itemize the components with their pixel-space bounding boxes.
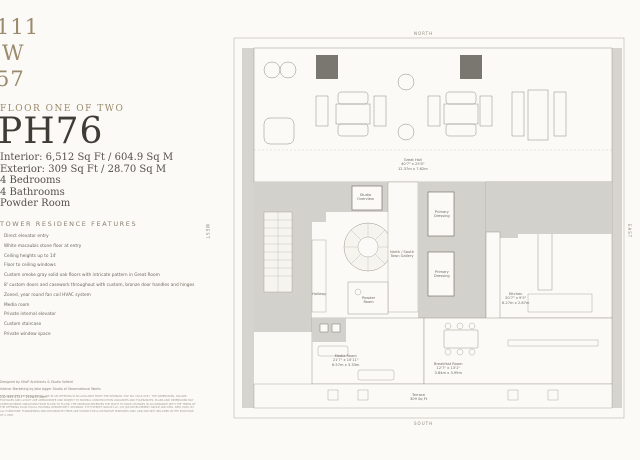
breakfast-room: [423, 317, 613, 385]
stat-bathrooms: 4 Bathrooms: [0, 186, 65, 198]
room-label-gallery: North / South Town Gallery: [390, 250, 414, 259]
powder-room: [347, 281, 389, 315]
list-item: Custom staircase: [4, 322, 42, 328]
list-item: Zoned, year round fan coil HVAC system: [4, 292, 91, 298]
list-item: Ceiling heights up to 14': [4, 253, 57, 259]
list-item: Private internal elevator: [4, 312, 56, 318]
plan-frame: [233, 37, 625, 419]
terrace: [253, 383, 613, 409]
breakfast-table: [443, 329, 479, 349]
compass-south: SOUTH: [414, 421, 434, 426]
list-item: Private window space: [4, 331, 51, 337]
info-panel: 111 W 57 FLOOR ONE OF TWO PH76 Interior:…: [0, 0, 205, 460]
room-label-powder: Powder Room: [362, 296, 376, 305]
legal-disclaimer: THE COMPLETE OFFERING TERMS ARE IN AN OF…: [0, 395, 196, 417]
great-hall-area: [253, 47, 613, 183]
list-item: 8' custom doors and casework throughout …: [4, 282, 195, 288]
stat-interior: Interior: 6,512 Sq Ft / 604.9 Sq M: [0, 152, 174, 163]
column: [460, 55, 482, 79]
stat-powder: Powder Room: [0, 198, 71, 209]
floor-label: FLOOR ONE OF TWO: [0, 104, 125, 114]
floor-plan: NORTH SOUTH WEST EAST Great Hall 40'7" x…: [205, 0, 640, 460]
room-label-media: Media Room 21'7" x 10'11" 6.57m x 3.33m: [332, 354, 360, 367]
unit-stats: Interior: 6,512 Sq Ft / 604.9 Sq M Exter…: [0, 152, 173, 210]
stat-bedrooms: 4 Bedrooms: [0, 175, 61, 186]
brand-logo: 111 W 57: [0, 15, 40, 91]
list-item: White macaubis stone floor at entry: [4, 243, 82, 249]
room-label-study: Studio Overview: [357, 193, 374, 202]
list-item: Custom smoke gray solid oak floors with …: [4, 273, 160, 279]
credits: Designed by SHoP Architects & Studio Sof…: [0, 380, 101, 399]
list-item: Media room: [4, 302, 30, 308]
room-label-kitchen: Kitchen 20'7" x 9'5" 6.27m x 2.87m: [502, 292, 530, 305]
compass-east: EAST: [627, 224, 632, 239]
primary-dressing-2: [427, 251, 455, 297]
features-title: TOWER RESIDENCE FEATURES: [0, 220, 138, 228]
stat-exterior: Exterior: 309 Sq Ft / 28.70 Sq M: [0, 163, 167, 175]
floor-plan-drawing: [233, 37, 625, 419]
unit-title: PH76: [0, 111, 104, 152]
furniture: [263, 61, 567, 145]
primary-dressing-1: [427, 191, 455, 237]
hallway: [311, 239, 327, 313]
room-label-breakfast: Breakfast Room 12'7" x 13'1" 3.84m x 3.9…: [434, 362, 463, 375]
room-label-primary-dressing-2: Primary Dressing: [434, 270, 450, 279]
pantry-cabinets: [485, 231, 501, 323]
column: [316, 55, 338, 79]
room-label-great-hall: Great Hall 40'7" x 25'0" 12.37m x 7.62m: [398, 158, 428, 171]
compass-west: WEST: [205, 224, 210, 240]
list-item: Floor to ceiling windows: [4, 263, 56, 269]
west-wall: [242, 48, 254, 408]
kitchen-counter: [537, 229, 553, 291]
features-list: Direct elevator entry White macaubis sto…: [4, 234, 199, 342]
compass-north: NORTH: [414, 31, 434, 36]
list-item: Direct elevator entry: [4, 234, 49, 239]
east-wall: [612, 48, 622, 408]
room-label-hallway: Hallway: [312, 292, 327, 296]
study-room: [351, 185, 383, 211]
room-label-terrace: Terrace 309 Sq Ft: [410, 393, 428, 402]
gallery: [387, 181, 419, 313]
room-label-primary-dressing-1: Primary Dressing: [434, 210, 450, 219]
